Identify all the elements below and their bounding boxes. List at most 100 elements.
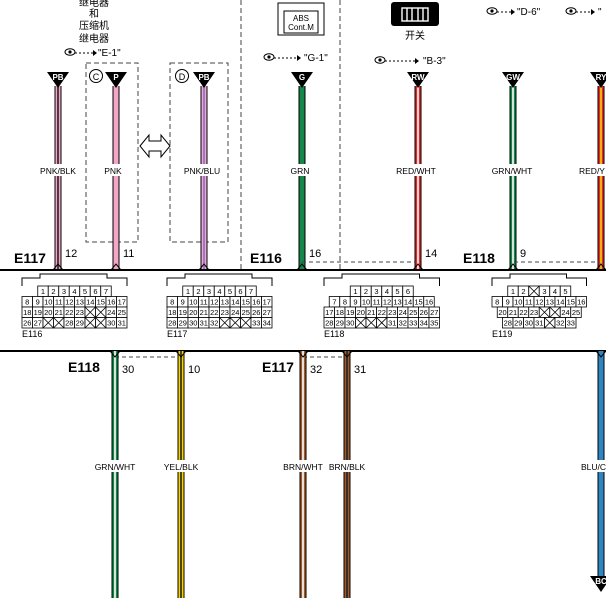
option-mark-c [89,69,103,83]
connector-pin: 22 [376,306,388,318]
connector-pin-label: 25 [572,308,580,317]
connector-pin [95,317,107,329]
connector-pin-label: 7 [332,298,336,307]
wire-badge-rw: RW [407,72,429,88]
connector-pin-label: 2 [51,287,55,296]
connector-pin: 24 [559,306,572,318]
connector-pin-label: 30 [189,319,197,328]
connector-pin-label: 8 [343,298,347,307]
connector-pin: 14 [402,296,414,308]
connector-pin: 16 [423,296,435,308]
connector-label-e116: E116 [250,250,282,266]
connector-pin-label: 28 [65,319,73,328]
connector-pin-label: 29 [179,319,187,328]
connector-pin: 27 [261,306,273,318]
reference-g1[interactable]: "G-1" [263,53,328,64]
connector-pin: 23 [74,306,86,318]
connector-pin: 17 [116,296,128,308]
connector-pin-label: 19 [34,308,42,317]
connector-pin-label: 8 [495,298,499,307]
connector-pin-label: 31 [200,319,208,328]
connector-pin: 18 [166,306,178,318]
abs-module: ABS Cont.M [277,2,325,36]
connector-pin: 30 [344,317,356,329]
connector-pin: 29 [334,317,346,329]
rear-defogger-switch: 开关 [391,2,439,42]
connector-pin [42,317,54,329]
connector-pin: 2 [192,285,205,297]
connector-pin-label: 18 [336,308,344,317]
wire-badge-pb-left: PB [47,72,69,88]
connector-pin: 27 [428,306,440,318]
connector-pin: 16 [105,296,117,308]
connector-pin: 29 [74,317,86,329]
connector-pin-label: 15 [414,298,422,307]
connector-pin: 21 [365,306,377,318]
connector-pin-label: 1 [41,287,45,296]
connector-pin: 5 [559,285,572,297]
connector-pin-label: 30 [346,319,354,328]
connector-pin: 22 [63,306,75,318]
wire-pin-number: 12 [65,248,77,260]
wire-pin-number: 32 [310,364,322,376]
reference-e1[interactable]: "E-1" [64,48,121,59]
connector-label-e118: E118 [463,250,495,266]
connector-pin: 18 [21,306,33,318]
connector-pin-label: 15 [97,298,105,307]
connector-pin-label: 1 [186,287,190,296]
connector-pin: 10 [42,296,54,308]
connector-pin: 7 [328,296,341,308]
connector-pin [376,317,388,329]
wire-color-label: GRN [291,166,310,176]
reference-b3-label: "B-3" [423,56,446,67]
connector-pin-label: 4 [553,287,557,296]
connector-pin-label: 5 [228,287,232,296]
connector-pin: 31 [198,317,210,329]
reference-cut[interactable]: " [565,7,602,18]
connector-pin: 32 [208,317,220,329]
connector-pin [355,317,367,329]
connector-pin: 19 [177,306,189,318]
connector-pin-label: 26 [420,308,428,317]
connector-label-e118: E118 [68,359,100,375]
connector-pin: 17 [323,306,335,318]
wire-color-label: BLU/C [581,462,606,472]
reference-d6[interactable]: "D-6" [486,7,541,18]
connector-label-e117: E117 [262,359,294,375]
connector-pin: 15 [412,296,425,308]
connector-pin-label: 11 [373,298,381,307]
connector-pin: 6 [402,285,414,297]
connector-pin: 35 [428,317,440,329]
connector-pin: 21 [53,306,65,318]
connector-pin-label: 19 [346,308,354,317]
connector-face-label: E118 [324,329,344,339]
connector-pin-label: 14 [231,298,239,307]
switch-label: 开关 [405,29,425,42]
connector-pin: 1 [349,285,362,297]
reference-b3[interactable]: "B-3" [374,56,446,67]
connector-pin-label: 20 [357,308,365,317]
connector-pin: 24 [397,306,409,318]
connector-pin-label: 5 [395,287,399,296]
connector-pin-label: 13 [76,298,84,307]
connector-pin-label: 8 [25,298,29,307]
connector-pin-label: 3 [374,287,378,296]
connector-pin-label: 10 [362,298,370,307]
reference-cut-label: " [598,7,602,18]
connector-pin: 9 [177,296,189,308]
connector-pin-label: 18 [23,308,31,317]
connector-pin-label: 21 [55,308,63,317]
connector-pin-label: 16 [577,298,585,307]
